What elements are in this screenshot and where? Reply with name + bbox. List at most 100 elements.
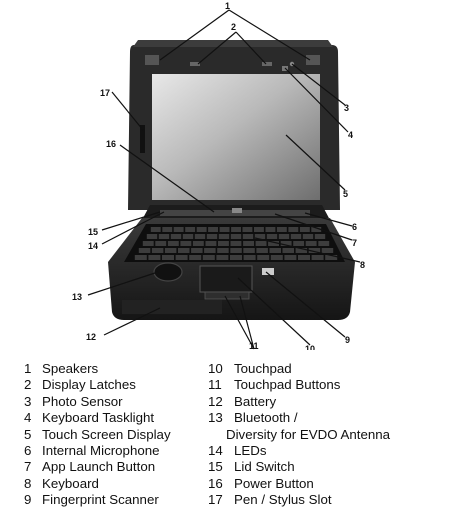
keyboard-key — [194, 234, 206, 239]
keyboard-key — [162, 227, 173, 232]
legend-number: 8 — [24, 475, 32, 491]
keyboard-key — [175, 255, 188, 260]
power-button — [232, 208, 242, 213]
keyboard-key — [205, 241, 217, 246]
keyboard-key — [150, 227, 161, 232]
keyboard-key — [164, 248, 177, 253]
legend-text: Keyboard Tasklight — [42, 410, 155, 426]
keyboard-key — [230, 234, 242, 239]
keyboard-key — [206, 234, 218, 239]
keyboard-key — [182, 234, 194, 239]
touchpad-buttons — [204, 291, 250, 300]
callout-8: 8 — [360, 260, 365, 270]
battery — [122, 300, 222, 314]
keyboard-key — [298, 255, 310, 260]
callout-14: 14 — [88, 241, 98, 251]
keyboard-key — [311, 227, 322, 232]
legend-number: 10 — [208, 361, 223, 376]
touch-screen-display — [152, 74, 320, 200]
callout-9: 9 — [345, 335, 350, 345]
legend-text: Touch Screen Display — [42, 426, 171, 442]
keyboard-key — [178, 248, 190, 253]
legend-number: 16 — [208, 475, 223, 491]
fingerprint-scanner — [262, 268, 274, 275]
callout-2: 2 — [231, 22, 236, 32]
keyboard-key — [257, 255, 270, 260]
keyboard-key — [299, 227, 310, 232]
keyboard-key — [293, 241, 305, 246]
legend-number: 3 — [24, 393, 32, 409]
legend-text: Battery — [234, 393, 277, 409]
legend-number: 6 — [24, 442, 32, 458]
keyboard-key — [284, 255, 297, 260]
keyboard-key — [265, 227, 276, 232]
callout-12: 12 — [86, 332, 96, 342]
keyboard-key — [278, 234, 290, 239]
keyboard-key — [295, 248, 308, 253]
keyboard-key — [243, 241, 254, 246]
keyboard-key — [242, 234, 254, 239]
legend-text: LEDs — [234, 442, 267, 458]
legend-number: 11 — [208, 377, 222, 393]
keyboard-key — [146, 234, 158, 239]
speaker-right — [306, 55, 320, 65]
callout-4: 4 — [348, 130, 353, 140]
keyboard-key — [302, 234, 314, 239]
keyboard-key — [308, 248, 321, 253]
keyboard-key — [189, 255, 202, 260]
callout-labels: 1 2 3 4 5 6 7 8 9 10 11 12 13 14 15 16 1… — [72, 1, 365, 350]
keyboard-key — [134, 255, 147, 260]
keyboard-key — [218, 241, 229, 246]
keyboard-key — [230, 248, 242, 253]
keyboard-key — [269, 248, 281, 253]
legend-number: 15 — [208, 459, 223, 475]
keyboard-key — [158, 234, 170, 239]
callout-11: 11 — [249, 341, 259, 350]
legend-text: Touchpad Buttons — [234, 377, 341, 393]
keyboard-key — [314, 234, 326, 239]
keyboard-key — [254, 234, 266, 239]
callout-10: 10 — [305, 344, 315, 350]
callout-13: 13 — [72, 292, 82, 302]
legend-number: 2 — [24, 377, 32, 393]
keyboard-key — [318, 241, 330, 246]
keyboard-key — [266, 234, 278, 239]
keyboard-key — [196, 227, 207, 232]
legend-text: Speakers — [42, 361, 99, 376]
keyboard-key — [305, 241, 317, 246]
stylus-slot — [140, 125, 145, 153]
lid-top-edge — [133, 40, 333, 47]
speaker-left — [145, 55, 159, 65]
leader-lines — [87, 9, 361, 350]
keyboard-key — [290, 234, 302, 239]
keyboard-key — [218, 234, 230, 239]
touchpad — [199, 265, 253, 293]
callout-17: 17 — [100, 88, 110, 98]
callout-3: 3 — [344, 103, 349, 113]
keyboard-key — [162, 255, 174, 260]
keyboard-key — [325, 255, 338, 260]
keyboard-key — [208, 227, 218, 232]
keyboard-keys — [134, 227, 338, 260]
keyboard-key — [185, 227, 196, 232]
display-latch-left — [190, 62, 200, 66]
keyboard-key — [254, 227, 264, 232]
legend-item-continuation: Diversity for EVDO Antenna — [208, 427, 390, 443]
display-latch-right — [262, 62, 272, 66]
keyboard-key — [255, 241, 267, 246]
keyboard-key — [268, 241, 279, 246]
legend-number: 9 — [24, 492, 32, 508]
legend-text: App Launch Button — [42, 459, 156, 475]
